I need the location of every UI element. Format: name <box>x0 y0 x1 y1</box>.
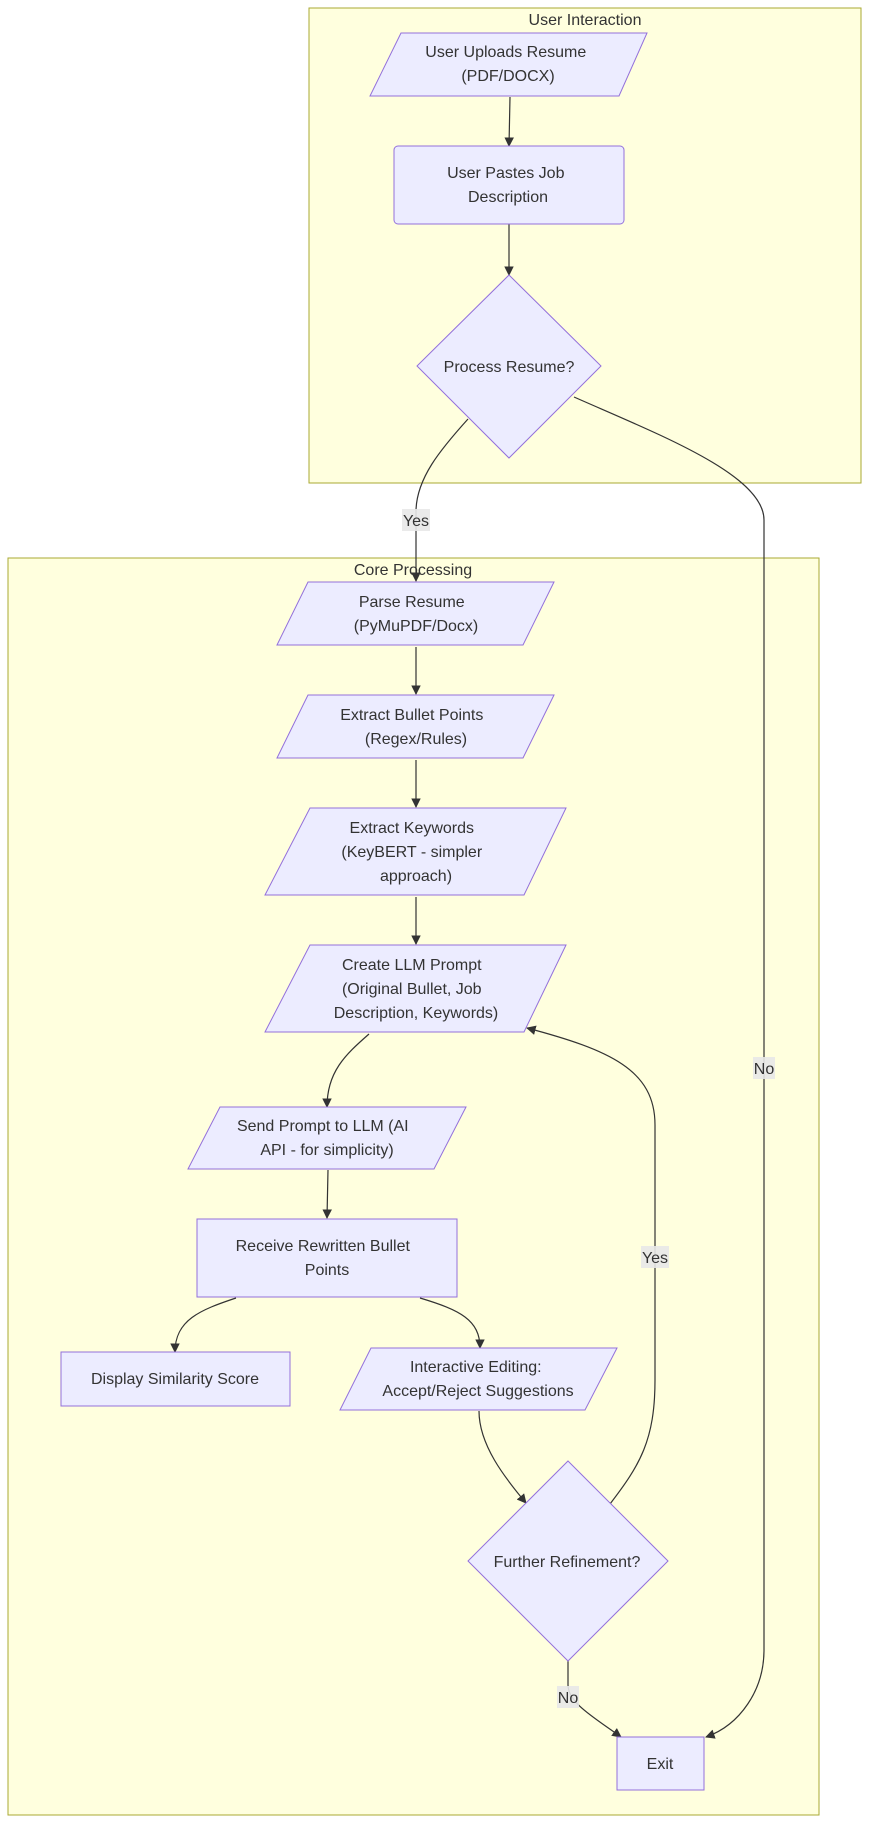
node-display-similarity <box>60 1351 291 1407</box>
label-exit: Exit <box>647 1756 674 1773</box>
edge-prompt-to-send <box>322 1033 370 1108</box>
label-extract-bullets: Extract Bullet Points (Regex/Rules) <box>340 707 488 748</box>
label-parse-resume: Parse Resume (PyMuPDF/Docx) <box>354 594 478 635</box>
edge-refine-yes-to-prompt <box>526 1025 656 1505</box>
edge-receive-to-editing <box>419 1297 485 1349</box>
label-receive-bullets: Receive Rewritten Bullet Points <box>236 1238 415 1279</box>
edge-upload-to-paste <box>504 96 514 147</box>
edge-label-process-yes: Yes <box>402 509 430 531</box>
edge-refine-no-to-exit <box>567 1661 622 1738</box>
cluster-core-processing: Core Processing <box>7 557 820 1816</box>
node-extract-keywords <box>264 807 567 896</box>
node-create-llm-prompt <box>264 944 567 1033</box>
svg-text:Yes: Yes <box>403 513 429 530</box>
label-process-resume: Process Resume? <box>444 359 575 376</box>
label-display-similarity: Display Similarity Score <box>91 1371 259 1388</box>
label-further-refinement: Further Refinement? <box>494 1554 641 1571</box>
label-extract-keywords: Extract Keywords (KeyBERT - simpler appr… <box>341 820 486 885</box>
edge-label-refine-yes: Yes <box>641 1246 669 1268</box>
edge-process-no-to-exit <box>573 396 765 1739</box>
label-send-prompt: Send Prompt to LLM (AI API - for simplic… <box>237 1118 413 1159</box>
label-create-llm-prompt: Create LLM Prompt (Original Bullet, Job … <box>334 957 499 1022</box>
svg-text:No: No <box>558 1690 579 1707</box>
node-exit <box>616 1736 705 1791</box>
label-interactive-editing: Interactive Editing: Accept/Reject Sugge… <box>382 1359 573 1400</box>
label-upload-resume: User Uploads Resume (PDF/DOCX) <box>425 44 590 85</box>
node-extract-bullets <box>276 694 555 759</box>
node-upload-resume <box>369 32 648 97</box>
edge-process-yes-to-parse <box>411 418 469 582</box>
node-parse-resume <box>276 581 555 646</box>
node-process-resume-decision <box>416 274 602 459</box>
svg-text:No: No <box>754 1061 775 1078</box>
node-interactive-editing <box>339 1347 618 1411</box>
node-send-prompt <box>187 1106 467 1170</box>
svg-text:Yes: Yes <box>642 1250 668 1267</box>
edge-label-refine-no: No <box>557 1686 579 1708</box>
edge-send-to-receive <box>322 1169 332 1219</box>
node-paste-job-description <box>393 145 625 225</box>
label-paste-job-description: User Pastes Job Description <box>447 165 569 206</box>
cluster-title-core-processing: Core Processing <box>354 562 472 579</box>
edge-editing-to-refine <box>478 1410 527 1504</box>
edge-label-process-no: No <box>753 1057 775 1079</box>
edge-receive-to-similarity <box>170 1297 237 1353</box>
cluster-title-user-interaction: User Interaction <box>529 12 642 29</box>
node-receive-bullets <box>196 1218 458 1298</box>
edges <box>170 96 765 1739</box>
node-further-refinement-decision <box>467 1460 669 1662</box>
